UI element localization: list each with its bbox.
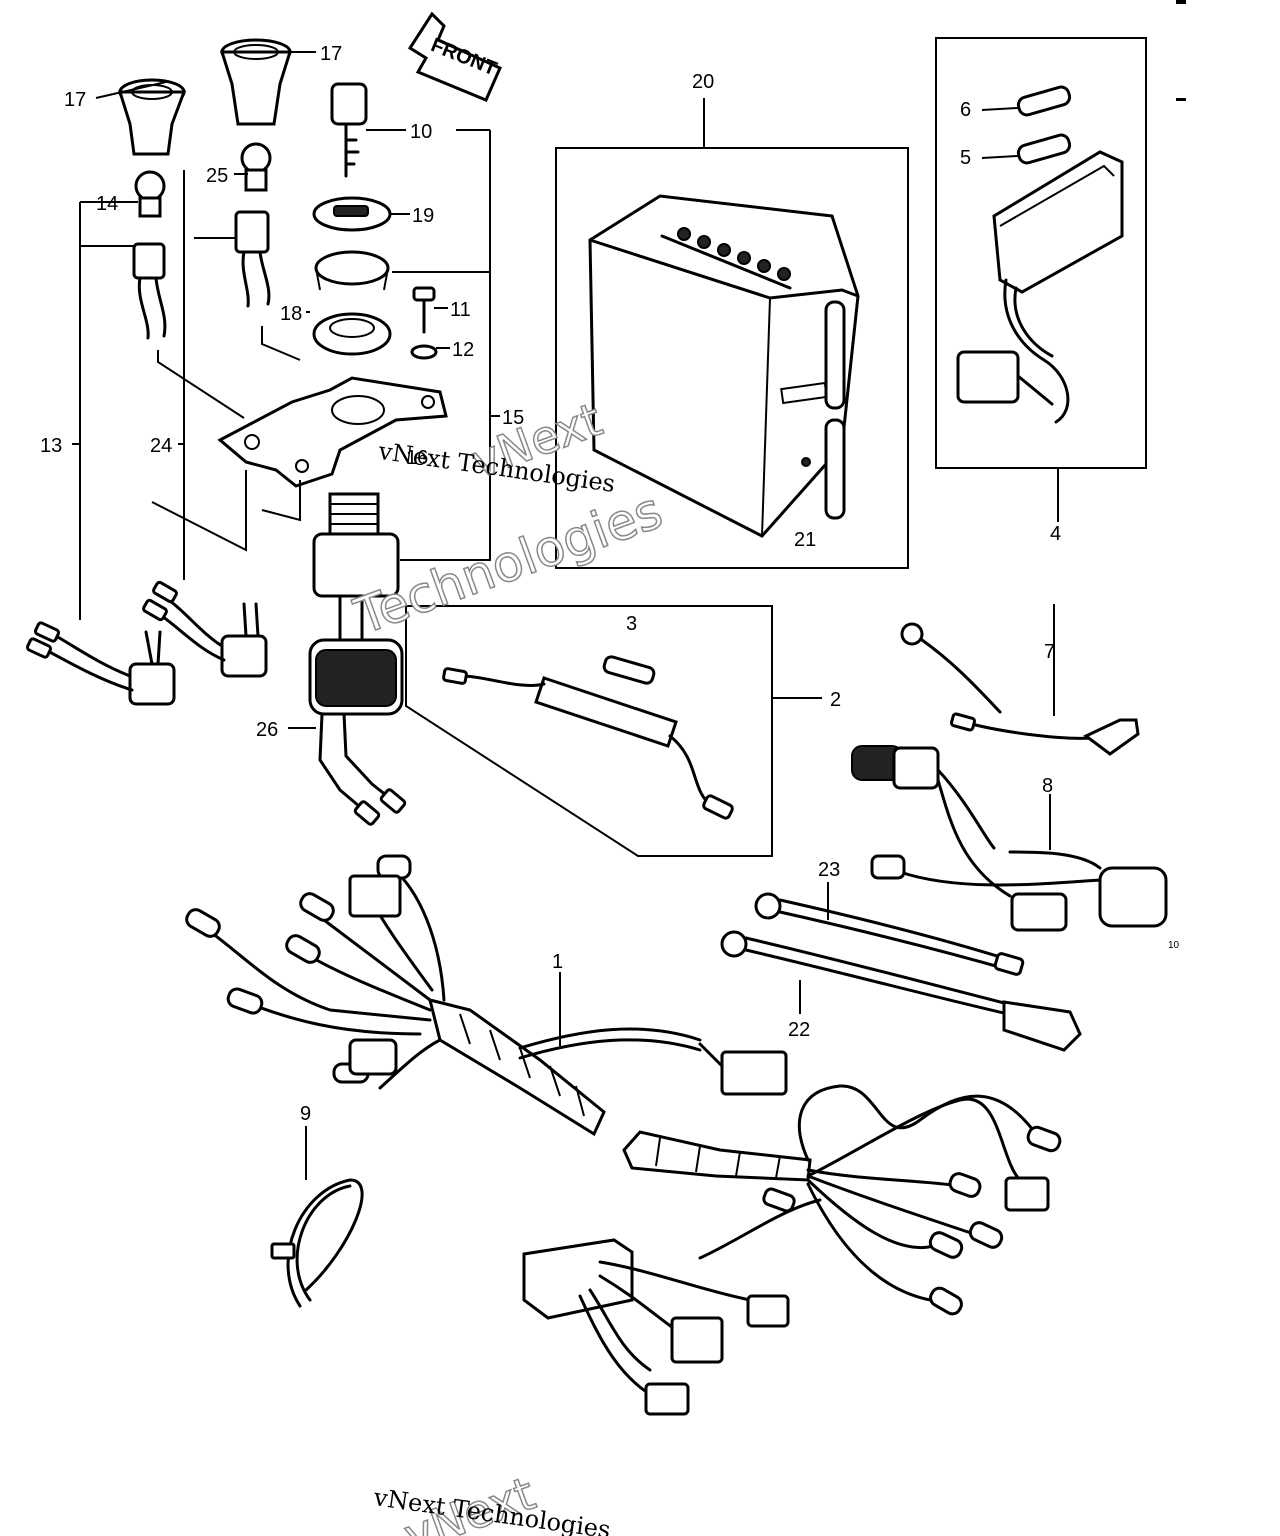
lamp-lens-left	[117, 78, 187, 156]
socket-24	[234, 210, 271, 308]
label-17-right: 17	[320, 43, 342, 65]
label-21: 21	[794, 529, 816, 551]
front-arrow: FRONT	[407, 11, 502, 102]
fuse-holder-group	[405, 605, 822, 857]
label-23: 23	[818, 859, 840, 881]
starter-lead-8	[851, 745, 1168, 932]
label-3: 3	[626, 613, 637, 635]
socket-13	[132, 242, 167, 340]
switch-bracket	[217, 376, 448, 488]
label-20: 20	[692, 71, 714, 93]
label-14: 14	[96, 193, 118, 215]
label-16: 16	[406, 447, 428, 469]
label-22: 22	[788, 1019, 810, 1041]
ground-leads-7	[900, 604, 1140, 756]
label-1: 1	[552, 951, 563, 973]
washer-12	[410, 344, 438, 360]
label-11: 11	[450, 299, 471, 321]
label-2: 2	[830, 689, 841, 711]
label-8: 8	[1042, 775, 1053, 797]
rubber-grommets	[312, 250, 392, 356]
leader-brackets	[72, 51, 500, 729]
socket-lower-right	[142, 580, 268, 678]
lamp-lens-right	[219, 38, 293, 126]
label-19: 19	[412, 205, 434, 227]
corner-code: 10	[1168, 940, 1180, 951]
bulb-14	[134, 170, 166, 218]
bulb-25	[240, 142, 272, 192]
sub-harness	[522, 1084, 1062, 1416]
label-10: 10	[410, 121, 432, 143]
label-25: 25	[206, 165, 228, 187]
label-15: 15	[502, 407, 524, 429]
label-6: 6	[960, 99, 971, 121]
label-12: 12	[452, 339, 474, 361]
edge-mark-top	[1176, 0, 1186, 4]
label-26: 26	[256, 719, 278, 741]
label-7: 7	[1044, 641, 1055, 663]
ignition-switch	[308, 492, 407, 826]
label-5: 5	[960, 147, 971, 169]
regulator-group	[935, 37, 1147, 522]
ignition-key	[330, 82, 368, 178]
part-labels: 1 2 3 4 5 6 7 8 9 10 11 12 13 14 15 16 1…	[40, 43, 1180, 1125]
label-13: 13	[40, 435, 62, 457]
main-harness	[185, 854, 788, 1137]
label-9: 9	[300, 1103, 311, 1125]
label-24: 24	[150, 435, 172, 457]
indicator-lamp-group	[25, 38, 500, 826]
label-17-left: 17	[64, 89, 86, 111]
socket-lower-left	[25, 621, 176, 706]
label-4: 4	[1050, 523, 1061, 545]
battery-group	[555, 98, 909, 569]
screw-11	[412, 286, 436, 334]
battery-cables	[720, 882, 1082, 1052]
label-18: 18	[280, 303, 302, 325]
switch-cap	[312, 196, 392, 232]
cable-tie	[270, 1126, 364, 1308]
edge-mark-middle	[1176, 98, 1186, 101]
